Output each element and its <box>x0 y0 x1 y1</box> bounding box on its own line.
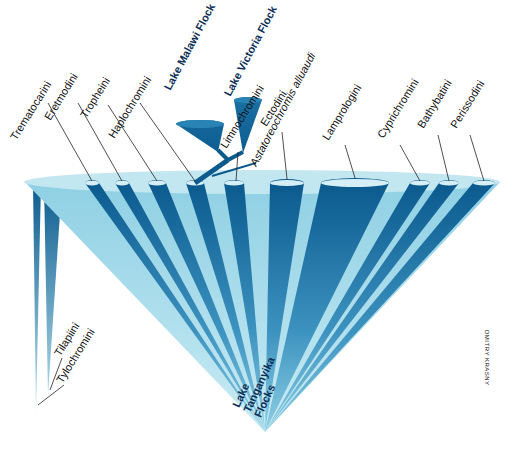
ray-top <box>148 181 166 186</box>
ray-tops <box>85 179 495 187</box>
ray-top <box>321 179 389 187</box>
leader-line <box>345 145 355 178</box>
ray-top <box>410 181 430 186</box>
leader-line <box>470 135 484 181</box>
tribe-label: Cyprichromini <box>375 77 421 140</box>
ray-top <box>270 180 304 186</box>
branch-stem <box>195 160 228 183</box>
side-cone <box>33 181 41 412</box>
lineage-ray <box>265 180 459 432</box>
tribe-label: Lamprologini <box>320 82 364 142</box>
tribe-label: Perissodini <box>448 78 487 130</box>
lineage-ray <box>265 180 430 432</box>
ray-top <box>439 181 459 186</box>
tribe-label: Haplochromini <box>106 74 153 140</box>
malawi-cone-top <box>176 120 224 128</box>
ray-top <box>115 181 129 186</box>
flock-label: Lake Malawi Flock <box>161 2 217 92</box>
leader-line <box>400 145 420 181</box>
credit-label: DMITRY KRASNY <box>483 330 490 386</box>
ray-top <box>473 181 495 186</box>
lineage-ray <box>265 178 389 432</box>
leader-line <box>282 132 287 179</box>
leader-line <box>236 152 238 181</box>
ray-top <box>224 181 244 186</box>
leader-line <box>438 135 449 181</box>
astatoreochromis-branch <box>212 163 256 176</box>
leader-line <box>140 103 195 181</box>
flock-label: Lake Victoria Flock <box>221 4 279 98</box>
lineage-ray <box>265 180 495 432</box>
tribe-label: Tropheini <box>78 75 112 120</box>
leader-line <box>38 385 64 405</box>
branch-split <box>218 150 243 160</box>
malawi-cone <box>176 120 224 152</box>
ray-top <box>85 181 99 186</box>
tribe-label: Eretmodini <box>42 71 80 122</box>
